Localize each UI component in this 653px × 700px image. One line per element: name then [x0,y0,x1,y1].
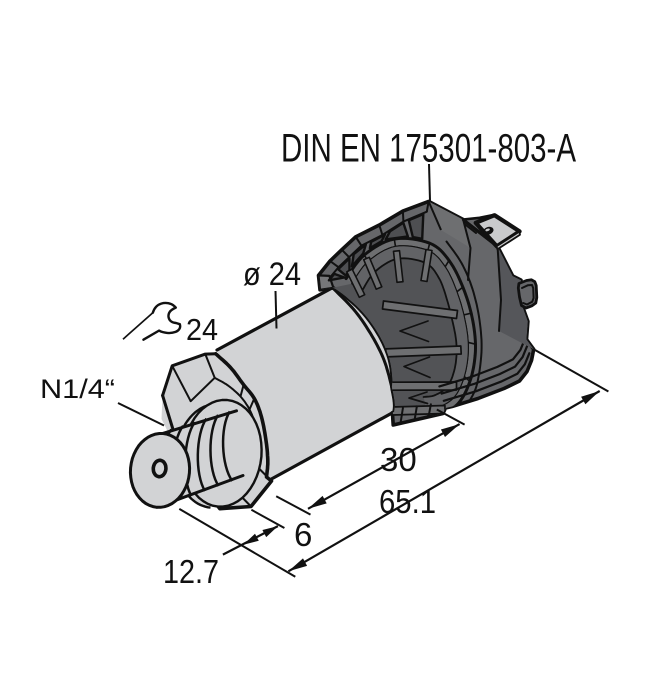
svg-text:65.1: 65.1 [379,483,436,520]
svg-text:6: 6 [294,516,312,553]
svg-text:ø 24: ø 24 [243,256,301,292]
svg-text:DIN EN 175301-803-A: DIN EN 175301-803-A [281,127,576,171]
svg-text:30: 30 [380,441,417,478]
svg-text:24: 24 [186,312,218,347]
svg-text:N1/4“: N1/4“ [40,374,115,404]
svg-text:12.7: 12.7 [163,553,219,590]
